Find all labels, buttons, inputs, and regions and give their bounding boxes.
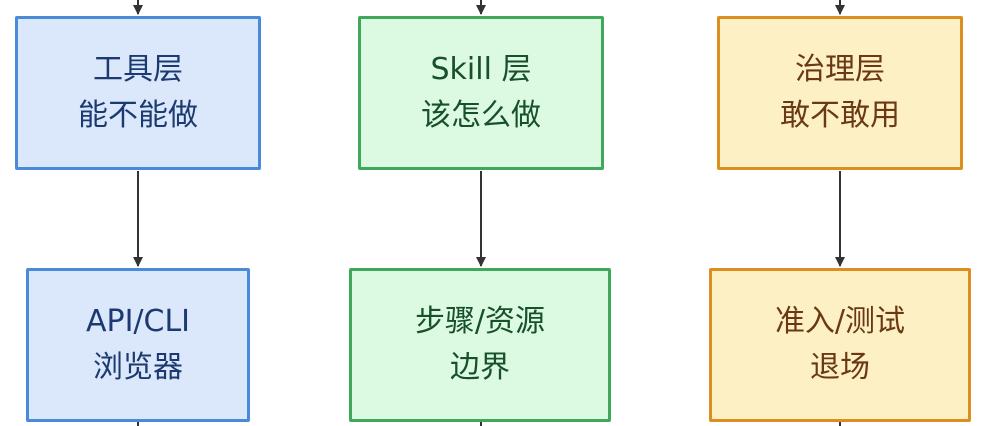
admission-testing-subtitle: 退场 [810, 350, 870, 385]
tool-layer-title: 工具层 [93, 52, 183, 87]
skill-layer-title: Skill 层 [430, 52, 532, 87]
steps-resources-node: 步骤/资源 边界 [349, 268, 611, 422]
skill-layer-node: Skill 层 该怎么做 [358, 16, 604, 170]
tool-layer-node: 工具层 能不能做 [15, 16, 261, 170]
admission-testing-title: 准入/测试 [774, 304, 906, 339]
api-cli-title: API/CLI [85, 304, 191, 339]
governance-layer-subtitle: 敢不敢用 [780, 98, 900, 133]
skill-layer-subtitle: 该怎么做 [421, 98, 541, 133]
steps-resources-title: 步骤/资源 [414, 304, 546, 339]
tool-layer-subtitle: 能不能做 [78, 98, 198, 133]
admission-testing-node: 准入/测试 退场 [709, 268, 971, 422]
api-cli-subtitle: 浏览器 [93, 350, 183, 385]
api-cli-node: API/CLI 浏览器 [26, 268, 250, 422]
governance-layer-node: 治理层 敢不敢用 [717, 16, 963, 170]
governance-layer-title: 治理层 [795, 52, 885, 87]
steps-resources-subtitle: 边界 [450, 350, 510, 385]
